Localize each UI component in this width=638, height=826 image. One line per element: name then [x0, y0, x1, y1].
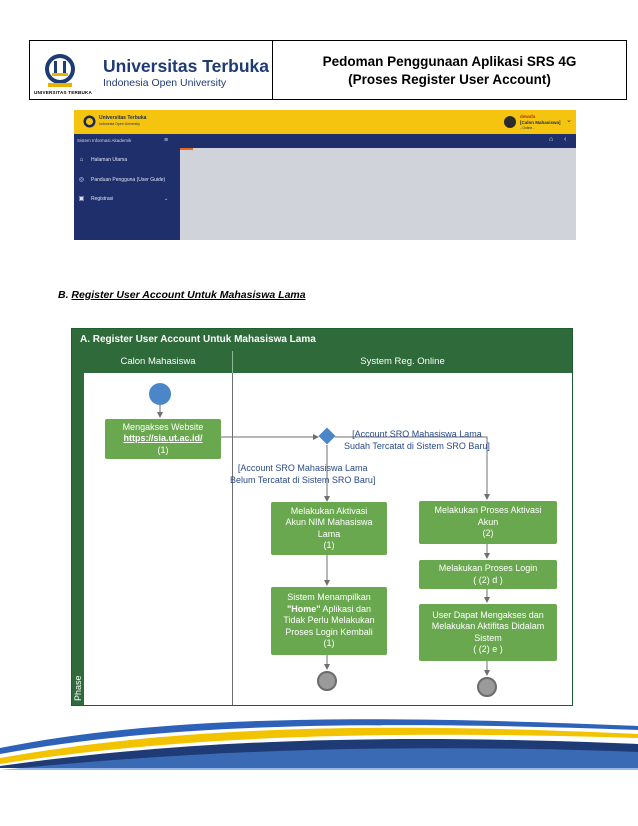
sidebar-item-guide[interactable]: ◎ Panduan Pengguna (User Guide) — [78, 176, 166, 184]
app-sidebar: Sistem Informasi Akademik ≡ ⌂ Halaman Ut… — [74, 134, 180, 240]
node-text: (1) — [157, 444, 169, 455]
node-text: Mengakses Website — [122, 421, 204, 432]
guard-line: Belum Tercatat di Sistem SRO Baru] — [230, 475, 376, 485]
node-text: Akun NIM Mahasiswa — [285, 517, 373, 527]
node-akses-website: Mengakses Website https://sia.ut.ac.id/ … — [105, 419, 221, 459]
guard-belum-tercatat: [Account SRO Mahasiswa Lama Belum Tercat… — [230, 462, 375, 486]
phase-lane: Phase — [72, 351, 84, 705]
app-screenshot: Universitas Terbuka Indonesia Open Unive… — [74, 110, 576, 240]
hamburger-menu-icon[interactable]: ≡ — [164, 137, 169, 144]
user-status: - Online - — [520, 126, 535, 130]
guard-sudah-tercatat: [Account SRO Mahasiswa Lama Sudah Tercat… — [344, 428, 490, 452]
section-heading: B. Register User Account Untuk Mahasiswa… — [58, 289, 306, 301]
sidebar-title: Sistem Informasi Akademik — [77, 138, 132, 143]
logo-name: Universitas Terbuka — [103, 56, 269, 76]
node-text: Lama — [317, 528, 341, 539]
start-node — [149, 383, 171, 405]
title-line-1: Pedoman Penggunaan Aplikasi SRS 4G — [322, 54, 577, 69]
document-title: Pedoman Penggunaan Aplikasi SRS 4G (Pros… — [273, 41, 626, 99]
node-text: ( (2) d ) — [473, 574, 503, 585]
user-role: [Calon Mahasiswa] — [520, 120, 561, 125]
node-text-line: "Home" Aplikasi dan — [287, 604, 371, 616]
node-text: (1) — [323, 540, 335, 550]
end-node — [317, 671, 337, 691]
home-label: "Home" — [286, 603, 321, 614]
logo-area: UNIVERSITAS TERBUKA Universitas Terbuka … — [30, 41, 273, 99]
home-icon: ⌂ — [79, 157, 84, 163]
app-brand: Universitas Terbuka — [99, 115, 147, 121]
document-header: UNIVERSITAS TERBUKA Universitas Terbuka … — [29, 40, 627, 100]
section-prefix: B. — [58, 289, 69, 301]
lane-divider — [232, 373, 233, 705]
node-text: Proses Login Kembali — [285, 626, 373, 637]
app-brand-sub: Indonesia Open University — [99, 122, 141, 126]
guard-line: [Account SRO Mahasiswa Lama — [352, 429, 482, 439]
node-text: Melakukan Proses Aktivasi — [434, 505, 542, 516]
node-text: ( (2) e ) — [473, 644, 503, 654]
sidebar-item-label: Halaman Utama — [91, 157, 128, 163]
node-text: Aplikasi dan — [320, 603, 372, 614]
node-text: (1) — [323, 638, 335, 649]
node-akses-sistem: User Dapat Mengakses dan Melakukan Aktif… — [419, 604, 557, 661]
sidebar-item-registrasi[interactable]: ▣ Registrasi ⌄ — [78, 195, 169, 203]
user-name: dewafa — [520, 114, 536, 119]
register-icon: ▣ — [78, 196, 85, 202]
title-line-2: (Proses Register User Account) — [348, 72, 551, 87]
node-text: Melakukan Proses Login — [438, 563, 538, 573]
node-text: Sistem — [474, 632, 502, 643]
guard-line: [Account SRO Mahasiswa Lama — [237, 463, 368, 473]
arrow-decision-to-n3 — [335, 436, 490, 500]
guard-line: Sudah Tercatat di Sistem SRO Baru] — [344, 441, 490, 451]
flow-arrows — [157, 405, 490, 676]
lane-header-system: System Reg. Online — [233, 351, 572, 373]
node-text: User Dapat Mengakses dan — [432, 609, 544, 620]
website-link[interactable]: https://sia.ut.ac.id/ — [123, 433, 203, 444]
section-title: Register User Account Untuk Mahasiswa La… — [71, 289, 306, 301]
logo-caption: UNIVERSITAS TERBUKA — [34, 90, 93, 95]
node-text: Melakukan Aktifitas Didalam — [431, 621, 545, 631]
chevron-down-icon: ⌄ — [164, 195, 169, 202]
node-text: Akun — [477, 516, 499, 527]
node-menampilkan-home: Sistem Menampilkan "Home" Aplikasi dan T… — [271, 587, 387, 655]
sidebar-item-label: Panduan Pengguna (User Guide) — [91, 176, 166, 183]
app-topbar: Universitas Terbuka Indonesia Open Unive… — [74, 110, 576, 134]
activity-diagram: A. Register User Account Untuk Mahasiswa… — [71, 328, 573, 706]
app-logo-icon — [83, 115, 96, 128]
node-aktivasi-nim: Melakukan Aktivasi Akun NIM Mahasiswa La… — [271, 502, 387, 555]
node-text: (2) — [482, 528, 494, 539]
footer-wave-decoration — [0, 719, 638, 770]
lane-header-calon: Calon Mahasiswa — [84, 351, 233, 373]
avatar[interactable] — [504, 116, 516, 128]
node-text: Sistem Menampilkan — [287, 592, 371, 603]
node-proses-login: Melakukan Proses Login ( (2) d ) — [419, 560, 557, 589]
home-icon[interactable]: ⌂ — [549, 136, 554, 143]
end-node — [477, 677, 497, 697]
sidebar-item-home[interactable]: ⌂ Halaman Utama — [78, 157, 127, 163]
logo-subtitle: Indonesia Open University — [103, 77, 227, 89]
node-text: Melakukan Aktivasi — [290, 505, 368, 516]
node-text: Tidak Perlu Melakukan — [283, 615, 375, 626]
chevron-left-icon[interactable]: ‹ — [564, 136, 567, 143]
chevron-down-icon[interactable]: ⌄ — [566, 117, 572, 124]
active-tab-indicator — [180, 148, 193, 150]
university-emblem-icon — [45, 54, 75, 87]
node-proses-aktivasi: Melakukan Proses Aktivasi Akun (2) — [419, 501, 557, 544]
app-navbar: ⌂ ‹ — [180, 134, 576, 148]
sidebar-item-label: Registrasi — [91, 195, 114, 202]
guide-icon: ◎ — [78, 177, 85, 183]
diagram-title: A. Register User Account Untuk Mahasiswa… — [72, 329, 572, 351]
